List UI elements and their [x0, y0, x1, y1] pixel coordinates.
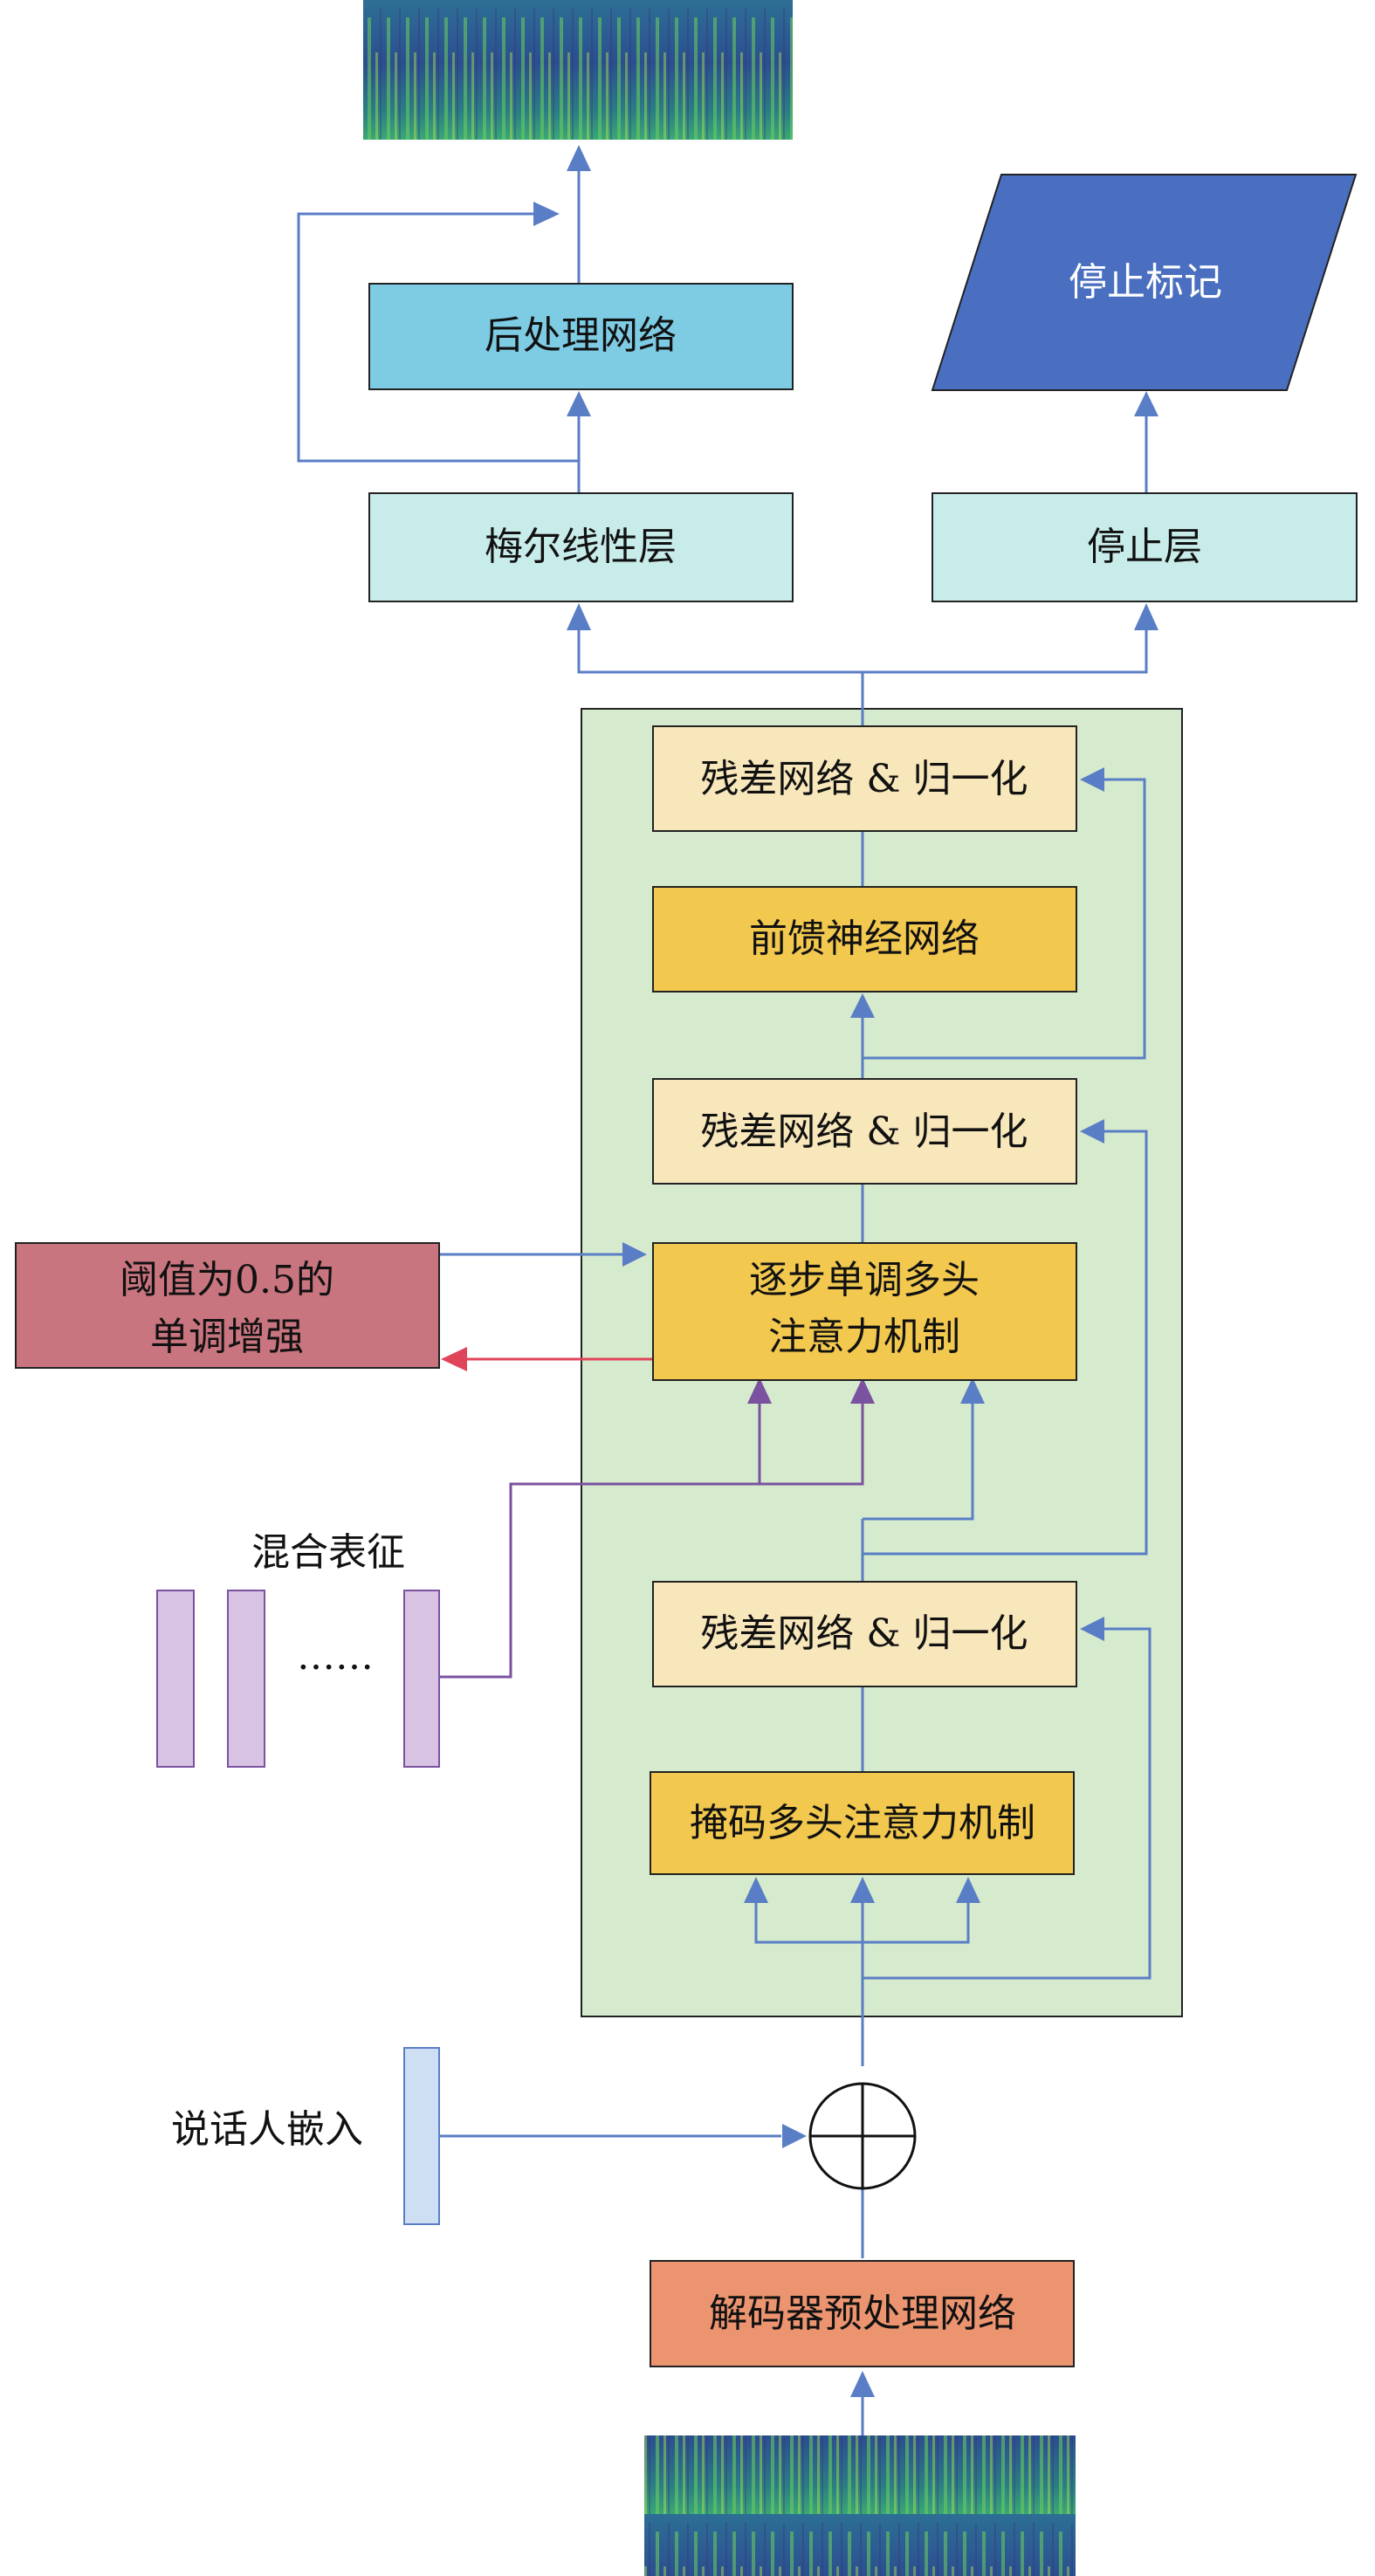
prenet-label: 解码器预处理网络 — [709, 2291, 1016, 2336]
purple-arrowheads — [747, 1377, 875, 1404]
red-arrowhead — [441, 1347, 467, 1371]
monotonic-attention-label-1: 逐步单调多头 — [749, 1258, 980, 1302]
speaker-embedding-label: 说话人嵌入 — [171, 2107, 363, 2152]
purple-connectors — [439, 1395, 864, 1679]
output-spectrogram — [363, 0, 793, 140]
blue-arrowheads — [533, 145, 1158, 2397]
threshold-label-1: 阈值为0.5的 — [120, 1258, 334, 1302]
stop-token-label: 停止标记 — [1069, 260, 1222, 305]
monotonic-attention-label-2: 注意力机制 — [768, 1315, 960, 1359]
stop-layer-label: 停止层 — [1087, 525, 1202, 569]
post-net-label: 后处理网络 — [485, 313, 677, 358]
threshold-label-2: 单调增强 — [150, 1315, 304, 1359]
ffn-box — [652, 886, 1077, 993]
add-norm-box-1 — [652, 1581, 1077, 1687]
speaker-embedding-bar — [403, 2047, 440, 2225]
input-spectrogram — [644, 2435, 1076, 2576]
add-norm-box-3 — [652, 725, 1077, 832]
add-norm-label-2: 残差网络 & 归一化 — [700, 1109, 1028, 1154]
prenet-box — [650, 2260, 1075, 2367]
mel-linear-label: 梅尔线性层 — [485, 525, 677, 569]
mixed-repr-ellipsis: …… — [297, 1634, 374, 1679]
add-norm-label-3: 残差网络 & 归一化 — [700, 757, 1028, 801]
threshold-box — [15, 1242, 440, 1369]
ffn-label: 前馈神经网络 — [749, 917, 980, 961]
mixed-repr-label: 混合表征 — [251, 1530, 405, 1575]
stop-layer-box — [932, 492, 1358, 602]
stop-token-box — [931, 174, 1358, 391]
add-norm-box-2 — [652, 1078, 1077, 1185]
mixed-repr-bar-1 — [156, 1590, 195, 1768]
masked-attention-label: 掩码多头注意力机制 — [690, 1801, 1035, 1845]
mixed-representation-bars — [156, 1590, 440, 1768]
masked-attention-box — [650, 1771, 1075, 1875]
mel-linear-box — [368, 492, 794, 602]
mixed-repr-bar-n — [403, 1590, 440, 1768]
add-norm-label-1: 残差网络 & 归一化 — [700, 1611, 1028, 1656]
post-net-box — [368, 283, 794, 390]
monotonic-attention-box — [652, 1242, 1077, 1381]
mixed-repr-bar-2 — [227, 1590, 265, 1768]
add-node — [808, 2082, 917, 2190]
